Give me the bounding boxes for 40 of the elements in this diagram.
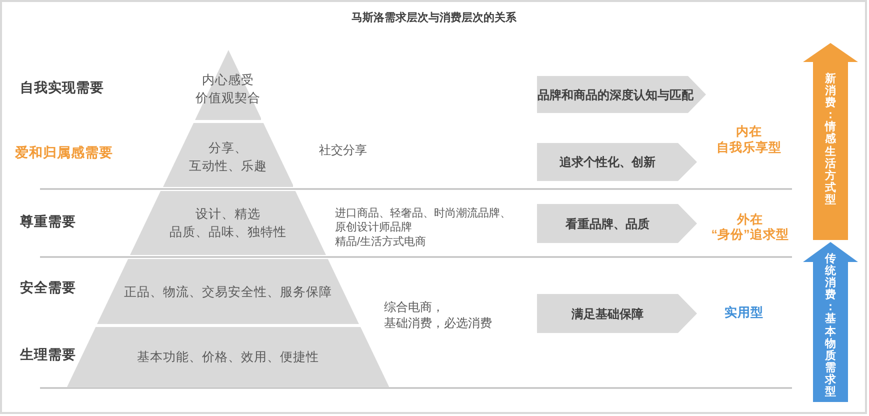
level-description: 价值观契合 [195,90,260,107]
level-description: 内心感受 [202,72,254,89]
example-text: 进口商品、轻奢品、时尚潮流品牌、原创设计师品牌 [335,206,512,235]
pyramid-level [162,123,294,187]
level-description: 设计、精选 [195,206,260,223]
level-description: 正品、物流、交易安全性、服务保障 [124,284,332,300]
need-level-name: 爱和归属感需要 [15,144,113,162]
up-arrow [803,43,858,240]
level-description: 基本功能、价格、效用、便捷性 [136,349,319,366]
chevron-banner [537,204,697,243]
need-level-name: 安全需要 [20,278,76,297]
consumption-type: 外在 [737,212,763,228]
need-level-name: 尊重需要 [20,212,76,231]
need-level-name: 生理需要 [20,346,76,364]
arrow-text: 新消费：情感生活方式型 [824,73,837,206]
diagram-title: 马斯洛需求层次与消费层次的关系 [352,10,516,26]
example-text: 综合电商， [384,299,444,316]
pyramid-level [130,191,326,255]
example-text: 精品/生活方式电商 [335,234,426,250]
example-text: 社交分享 [319,142,367,159]
consumption-type: 内在 [736,124,762,140]
consumption-type: 自我乐享型 [716,140,782,157]
need-level-name: 自我实现需要 [20,78,104,97]
chevron-banner [537,76,706,113]
level-description: 品质、品味、独特性 [169,224,286,241]
up-arrow [803,242,858,402]
example-text: 基础消费，必选消费 [384,315,492,332]
arrow-text: 传统消费：基本物质需求型 [824,253,837,398]
level-description: 互动性、乐趣 [188,158,267,175]
pyramid-level [194,50,262,120]
banner-text: 满足基础保障 [572,306,644,322]
consumption-type: 实用型 [724,304,764,322]
chevron-banner [537,143,697,181]
banner-text: 追求个性化、创新 [560,154,656,171]
pyramid-level [97,259,359,324]
banner-text: 品牌和商品的深度认知与匹配 [538,86,694,104]
consumption-type: “身份”追求型 [711,226,789,244]
chevron-banner [537,294,697,333]
level-description: 分享、 [208,140,248,157]
banner-text: 看重品牌、品质 [566,216,650,232]
